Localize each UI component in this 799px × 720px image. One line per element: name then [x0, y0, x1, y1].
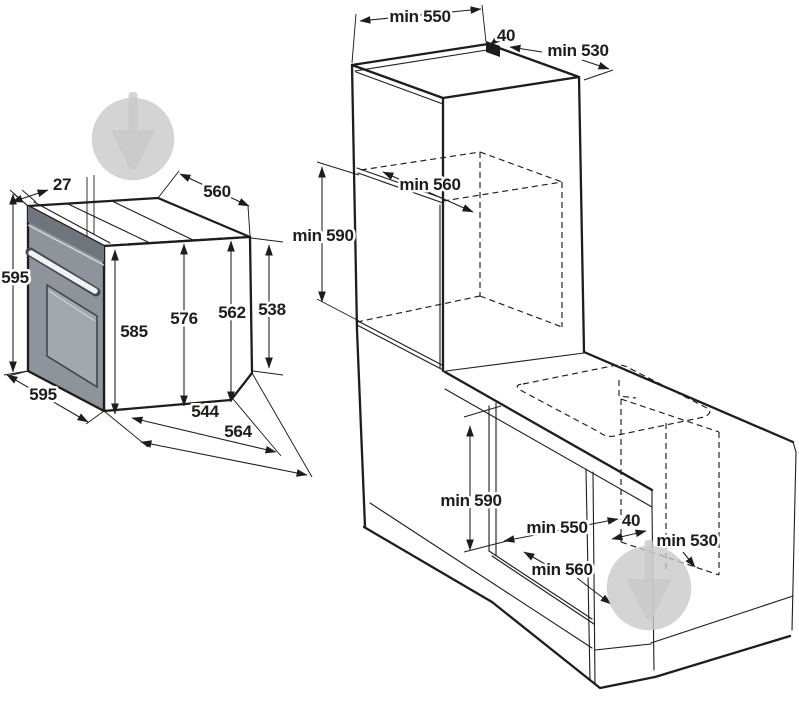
dim-oven-depth-front: 585: [111, 249, 151, 415]
dim-label-538: 538: [258, 300, 285, 319]
dim-label-595-height: 595: [1, 268, 28, 287]
dim-label-595-width: 595: [29, 385, 56, 404]
dim-base-rear-gap: 40: [611, 509, 647, 541]
dim-base-niche-depth: min 560: [523, 551, 612, 605]
oven-door-window: [46, 283, 98, 389]
dim-oven-body-depth: 544: [103, 398, 282, 457]
dim-label-564: 564: [224, 422, 252, 441]
hob-cutout-dashed: [516, 364, 711, 438]
dim-oven-width: 595: [3, 370, 105, 425]
dim-oven-height: 595: [0, 189, 32, 377]
dim-label-560: 560: [203, 182, 230, 201]
dim-label-min530-top: min 530: [547, 41, 608, 60]
dim-column-lower-depth: min 530: [509, 39, 614, 81]
built-in-oven-drawing: 27 560 595 585 576 562: [0, 170, 313, 478]
dim-label-min590-top: min 590: [292, 226, 353, 245]
dim-base-lower-depth: min 530: [654, 529, 720, 568]
dim-label-40-top: 40: [497, 26, 515, 45]
dim-label-585: 585: [120, 322, 147, 341]
dim-oven-door-protrusion: 27: [11, 173, 95, 237]
dim-label-min560-bottom: min 560: [531, 560, 592, 579]
dim-oven-total-depth: 564: [140, 372, 313, 478]
dim-label-544: 544: [191, 402, 219, 421]
dim-label-40-bottom: 40: [622, 511, 640, 530]
dim-label-min530-bottom: min 530: [656, 531, 717, 550]
dim-column-rear-gap: 40: [486, 24, 518, 57]
watermark-logo-icon: [606, 540, 692, 631]
watermark-logo-icon: [91, 92, 175, 181]
dim-label-576: 576: [170, 309, 197, 328]
dim-label-min550-top: min 550: [389, 7, 450, 26]
dim-oven-depth-mid: 576: [168, 243, 201, 407]
base-cabinet-run: min 590 min 550 40 min 530 min 560: [362, 350, 797, 690]
dim-oven-depth-rear: 562: [216, 240, 249, 403]
column-top-face: [350, 42, 581, 100]
dim-base-top-depth: min 550: [503, 516, 619, 543]
dim-base-niche-height: min 590: [438, 405, 508, 553]
dim-label-27: 27: [53, 175, 71, 194]
dim-column-niche-height: min 590: [290, 161, 360, 322]
tall-column-cabinet: min 550 40 min 530 min 560 min 590: [290, 5, 614, 529]
dim-oven-depth-back: 538: [250, 237, 289, 376]
dim-column-top-depth: min 550: [351, 5, 487, 64]
oven-door: [25, 204, 106, 413]
dim-label-min550-bottom: min 550: [526, 518, 587, 537]
oven-control-panel: [28, 206, 104, 262]
dim-label-min560-top: min 560: [399, 175, 460, 194]
dim-label-562: 562: [218, 303, 245, 322]
dim-oven-top-depth: 560: [157, 170, 251, 237]
dim-column-niche-depth: min 560: [382, 171, 474, 213]
dim-label-min590-bottom: min 590: [440, 491, 501, 510]
